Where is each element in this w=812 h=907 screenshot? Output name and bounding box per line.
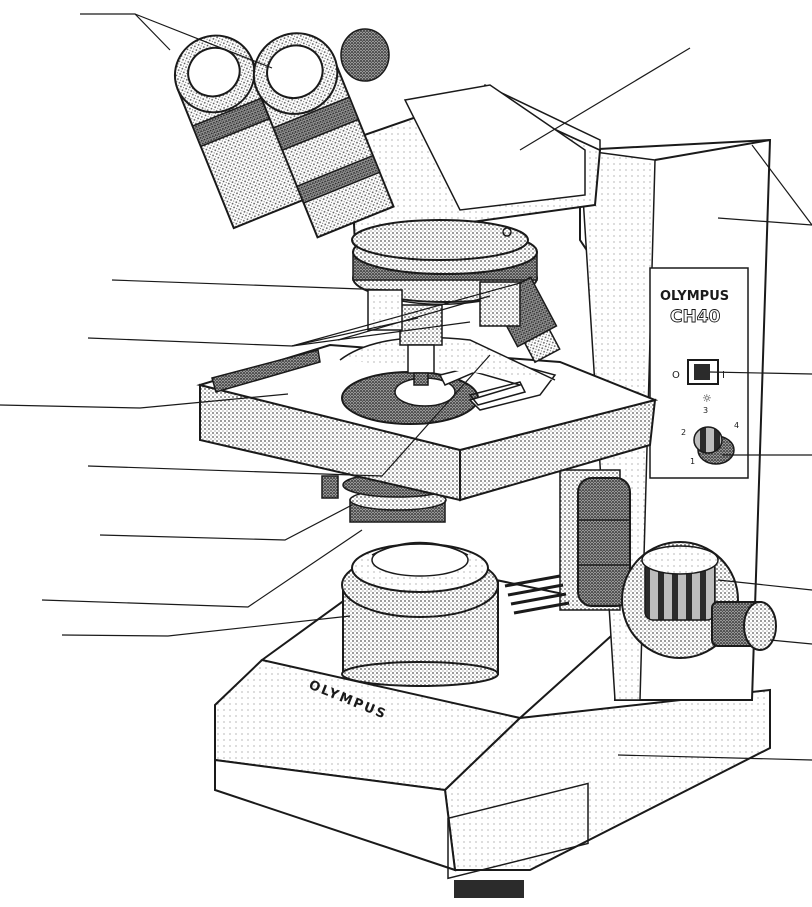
mechanical-stage <box>196 336 659 502</box>
brand-logo: OLYMPUS <box>660 289 729 304</box>
condenser-knob[interactable] <box>321 475 339 499</box>
stage-focus-knob[interactable] <box>577 477 631 607</box>
leader-line-aperture-diaphragm <box>41 529 363 608</box>
dial-number-3: 3 <box>703 406 708 415</box>
eyepiece-tubes <box>163 21 395 239</box>
leader-line-specimen-holder <box>87 354 491 477</box>
leader-line-mechanical-stage <box>0 393 289 409</box>
specimen-holder-rail <box>211 349 321 393</box>
eyepiece-left[interactable] <box>163 24 310 230</box>
fine-focus-knob[interactable] <box>711 601 777 651</box>
leader-line-objectives-3 <box>291 321 471 347</box>
base-skirt <box>214 758 457 872</box>
leader-lines <box>0 13 812 761</box>
leader-line-base <box>617 754 812 761</box>
eyepiece-right[interactable] <box>242 21 395 239</box>
base-foot-front <box>454 880 524 898</box>
dial-number-4: 4 <box>734 421 739 430</box>
vent-slots <box>504 574 570 615</box>
base-panel <box>447 782 589 880</box>
leader-line-objectives-2 <box>291 282 521 347</box>
leader-line-eyepieces-2 <box>134 13 273 69</box>
dial-number-2: 2 <box>681 428 686 437</box>
binocular-head <box>348 84 602 261</box>
leader-line-coarse-focus-knob <box>717 579 812 591</box>
switch-on-mark: I <box>722 370 725 381</box>
model-label: CH40 <box>670 307 721 327</box>
coarse-focus-knob[interactable] <box>621 541 739 659</box>
leader-line-arm <box>751 144 812 226</box>
leader-line-revolving-nosepiece <box>111 279 389 291</box>
leader-line-condenser <box>99 504 353 541</box>
leader-line-objectives-4 <box>337 295 491 341</box>
head-top <box>403 84 586 211</box>
objective-front[interactable] <box>399 304 443 386</box>
light-symbol: ☼ <box>702 392 712 405</box>
leader-line-power-switch <box>709 371 812 375</box>
leader-line-field-lens <box>61 615 351 637</box>
switch-off-mark: O <box>672 370 680 381</box>
dial-number-1: 1 <box>690 457 695 466</box>
leader-line-arm-2 <box>717 217 812 226</box>
leader-line-fine-focus-knob <box>769 639 812 645</box>
light-intensity-knob[interactable] <box>693 426 735 465</box>
focus-block <box>504 469 777 659</box>
objectives <box>367 276 561 386</box>
leader-line-eyepieces <box>80 13 171 51</box>
objective-back[interactable] <box>479 281 521 327</box>
field-lens-unit <box>341 541 499 687</box>
leader-line-binocular-head <box>519 47 691 151</box>
diopter-ring[interactable] <box>340 28 390 82</box>
